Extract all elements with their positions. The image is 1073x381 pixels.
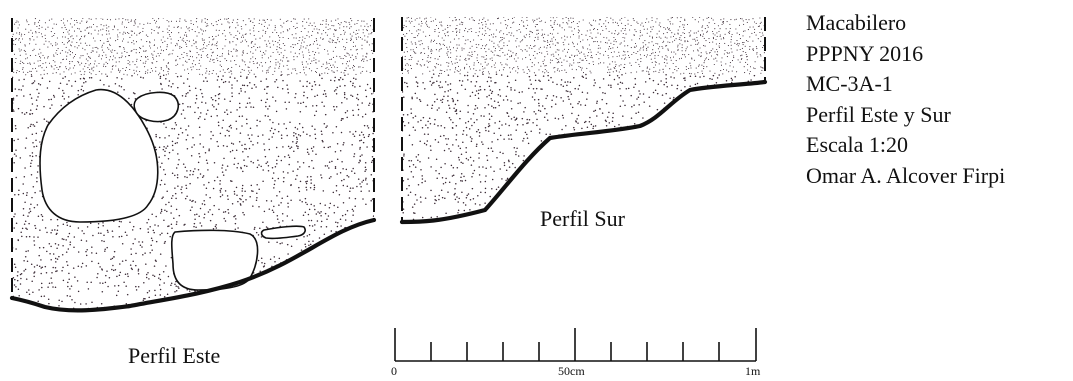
project-year: PPPNY 2016 — [806, 40, 924, 66]
scale-label-mid: 50cm — [558, 364, 585, 378]
east-profile-label: Perfil Este — [128, 343, 221, 368]
east-bottom-line — [9, 217, 377, 313]
scale-label-start: 0 — [391, 364, 397, 378]
south-profile-fill — [402, 17, 765, 222]
site-name: Macabilero — [806, 10, 907, 35]
stone-large — [39, 88, 159, 223]
scale-bar — [394, 328, 757, 362]
stone-small-top — [133, 91, 180, 123]
south-bottom-line — [399, 79, 768, 225]
drawing-scale: Escala 1:20 — [806, 132, 909, 157]
stone-bottom — [170, 229, 259, 291]
author-name: Omar A. Alcover Firpi — [806, 162, 1006, 188]
title-block: Macabilero PPPNY 2016 MC-3A-1 Perfil Est… — [806, 8, 1005, 191]
south-profile-label: Perfil Sur — [540, 206, 625, 231]
unit-id: MC-3A-1 — [806, 71, 893, 96]
scale-label-end: 1m — [745, 364, 761, 378]
stone-flat — [260, 225, 306, 240]
drawing-description: Perfil Este y Sur — [806, 101, 951, 127]
